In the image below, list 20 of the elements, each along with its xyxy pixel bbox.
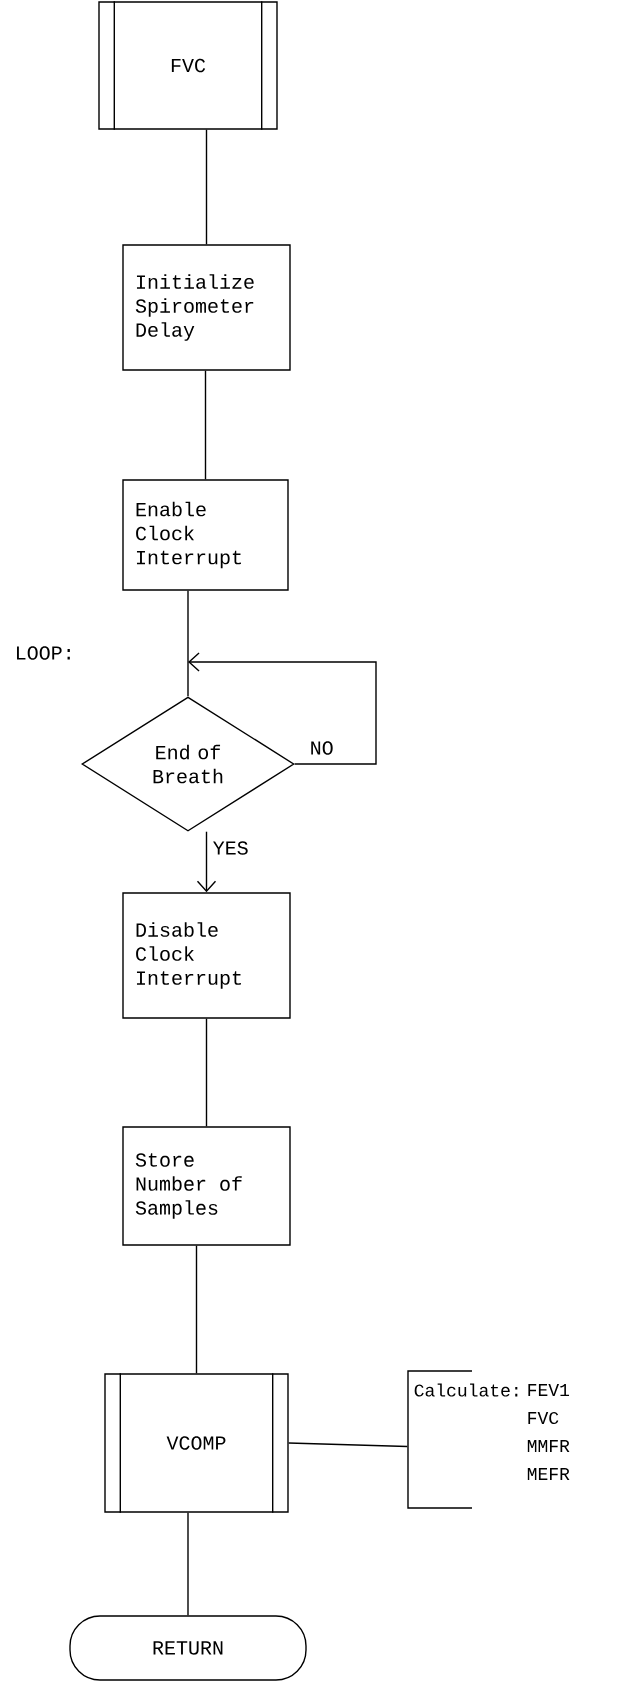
connector-line <box>205 1018 208 1127</box>
connector-line <box>187 590 189 697</box>
connector-line <box>187 1512 189 1616</box>
connector-line <box>205 129 208 245</box>
process-box: Store Number of Samples <box>122 1126 291 1246</box>
process-box: Initialize Spirometer Delay <box>122 244 291 371</box>
subroutine-box: FVC <box>98 0 278 131</box>
connector-line <box>204 370 207 480</box>
loop-label: LOOP: <box>17 646 70 660</box>
process-box: Disable Clock Interrupt <box>122 892 291 1019</box>
edge-label: NO <box>311 741 333 755</box>
process-box: Enable Clock Interrupt <box>122 479 289 591</box>
loop-arrow <box>188 652 377 765</box>
subroutine-box: VCOMP <box>104 1372 289 1514</box>
terminal-box: RETURN <box>69 1615 307 1681</box>
connector-line <box>288 1442 408 1448</box>
arrow <box>196 831 217 893</box>
edge-label: YES <box>213 841 248 855</box>
node-text: Calculate: FEV1 FVC MMFR MEFR <box>414 1383 570 1480</box>
connector-line <box>195 1245 198 1374</box>
